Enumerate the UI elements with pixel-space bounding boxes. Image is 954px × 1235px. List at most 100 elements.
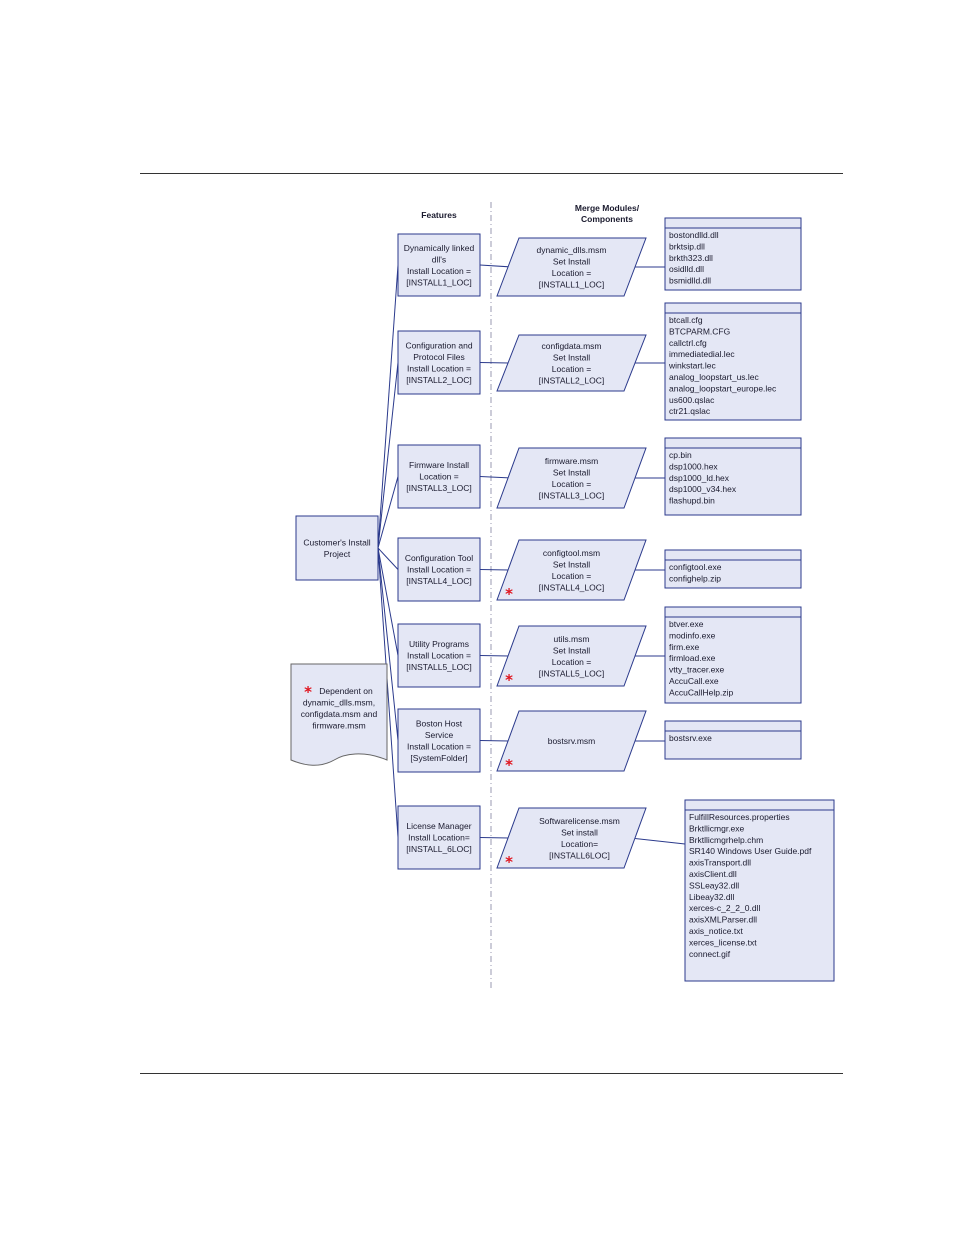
project-feature-connector [377, 547, 399, 838]
merge-module-label: Location= [561, 839, 598, 849]
feature-label: Protocol Files [413, 352, 465, 362]
component-file-name: axisClient.dll [689, 869, 737, 879]
feature-box [397, 805, 481, 870]
component-file-name: axis_notice.txt [689, 926, 743, 936]
feature-label: Install Location = [407, 651, 471, 661]
merge-module-shape [496, 625, 647, 687]
note-text-line: firmware.msm [312, 721, 365, 731]
merge-module-label: bostsrv.msm [548, 736, 596, 746]
project-feature-connector [377, 476, 399, 549]
merge-module-label: utils.msm [554, 634, 590, 644]
merge-module-label: [INSTALL1_LOC] [539, 279, 605, 289]
feature-label: Install Location = [407, 741, 471, 751]
merge-module-label: Set Install [553, 352, 590, 362]
component-file-name: immediatedial.lec [669, 349, 735, 359]
feature-label: [INSTALL2_LOC] [406, 375, 472, 385]
customer-project-box [295, 515, 379, 581]
component-file-name: axisXMLParser.dll [689, 915, 757, 925]
merge-module-shape [496, 334, 647, 392]
project-feature-connector [377, 547, 399, 570]
connector-layer [377, 202, 686, 990]
component-file-name: configtool.exe [669, 562, 722, 572]
merge-module-label: [INSTALL4_LOC] [539, 582, 605, 592]
merge-module-label: configdata.msm [542, 341, 602, 351]
component-file-name: firmload.exe [669, 653, 716, 663]
feature-label: Firmware Install [409, 460, 469, 470]
component-file-name: axisTransport.dll [689, 858, 751, 868]
feature-box [397, 623, 481, 688]
component-file-name: flashupd.bin [669, 496, 715, 506]
feature-label: [INSTALL4_LOC] [406, 576, 472, 586]
merge-module-label: Set Install [553, 559, 590, 569]
feature-box [397, 330, 481, 395]
component-file-name: FulfillResources.properties [689, 812, 790, 822]
component-file-name: btver.exe [669, 619, 704, 629]
merge-module-label: Location = [552, 364, 591, 374]
component-file-name: us600.qslac [669, 395, 715, 405]
feature-label: [INSTALL3_LOC] [406, 483, 472, 493]
component-file-name: bsmidlld.dll [669, 276, 711, 286]
feature-box [397, 537, 481, 602]
component-file-name: Libeay32.dll [689, 892, 734, 902]
component-file-name: osidlld.dll [669, 264, 704, 274]
project-feature-connector [377, 264, 399, 549]
merge-module-shape [496, 807, 647, 869]
top-rule [140, 173, 843, 174]
shape-layer: Features Merge Modules/ComponentsCustomer… [290, 203, 835, 982]
dependency-star-icon: * [505, 671, 513, 689]
feature-label: Service [425, 730, 454, 740]
component-list-box [664, 437, 802, 516]
component-file-name: brktsip.dll [669, 241, 705, 251]
component-file-name: dsp1000_v34.hex [669, 484, 737, 494]
project-feature-connector [377, 547, 399, 656]
merge-module-shape [496, 447, 647, 509]
component-file-name: confighelp.zip [669, 573, 721, 583]
feature-label: [INSTALL_6LOC] [406, 844, 472, 854]
component-file-name: AccuCallHelp.zip [669, 687, 734, 697]
component-file-name: callctrl.cfg [669, 338, 707, 348]
component-file-name: btcall.cfg [669, 315, 703, 325]
feature-label: [INSTALL5_LOC] [406, 662, 472, 672]
project-feature-connector [377, 547, 399, 741]
merge-module-shape [496, 237, 647, 297]
modules-header-line1: Merge Modules/ [575, 203, 640, 213]
feature-label: [INSTALL1_LOC] [406, 277, 472, 287]
component-list-box [664, 217, 802, 291]
component-file-name: bostsrv.exe [669, 733, 712, 743]
customer-project-label: Customer's Install [303, 537, 370, 547]
feature-label: Configuration Tool [405, 553, 473, 563]
merge-module-label: [INSTALL6LOC] [549, 850, 610, 860]
component-file-name: winkstart.lec [668, 361, 717, 371]
feature-label: Boston Host [416, 718, 463, 728]
merge-module-label: dynamic_dlls.msm [537, 245, 607, 255]
modules-header-line2: Components [581, 214, 633, 224]
merge-module-shape [496, 710, 647, 772]
component-file-name: firm.exe [669, 642, 700, 652]
merge-module-label: [INSTALL5_LOC] [539, 668, 605, 678]
feature-label: [SystemFolder] [410, 753, 467, 763]
component-list-box [664, 606, 802, 704]
feature-box [397, 444, 481, 509]
component-list-box [664, 720, 802, 760]
features-header: Features [421, 210, 457, 220]
feature-box [397, 233, 481, 297]
component-file-name: analog_loopstart_us.lec [669, 372, 760, 382]
merge-module-shape [496, 539, 647, 601]
component-file-name: xerces-c_2_2_0.dll [689, 903, 760, 913]
feature-module-connector [479, 837, 513, 839]
dependency-star-icon: * [505, 853, 513, 871]
feature-module-connector [479, 655, 513, 657]
component-file-name: analog_loopstart_europe.lec [669, 383, 777, 393]
component-file-name: cp.bin [669, 450, 692, 460]
component-file-name: BTCPARM.CFG [669, 326, 730, 336]
project-feature-connector [377, 362, 399, 549]
component-list-box [664, 302, 802, 421]
module-files-connector [630, 837, 686, 845]
feature-label: License Manager [406, 821, 471, 831]
note-text-line: Dependent on [319, 686, 373, 696]
feature-module-connector [479, 569, 513, 571]
merge-module-label: Softwarelicense.msm [539, 816, 620, 826]
component-file-name: xerces_license.txt [689, 937, 757, 947]
